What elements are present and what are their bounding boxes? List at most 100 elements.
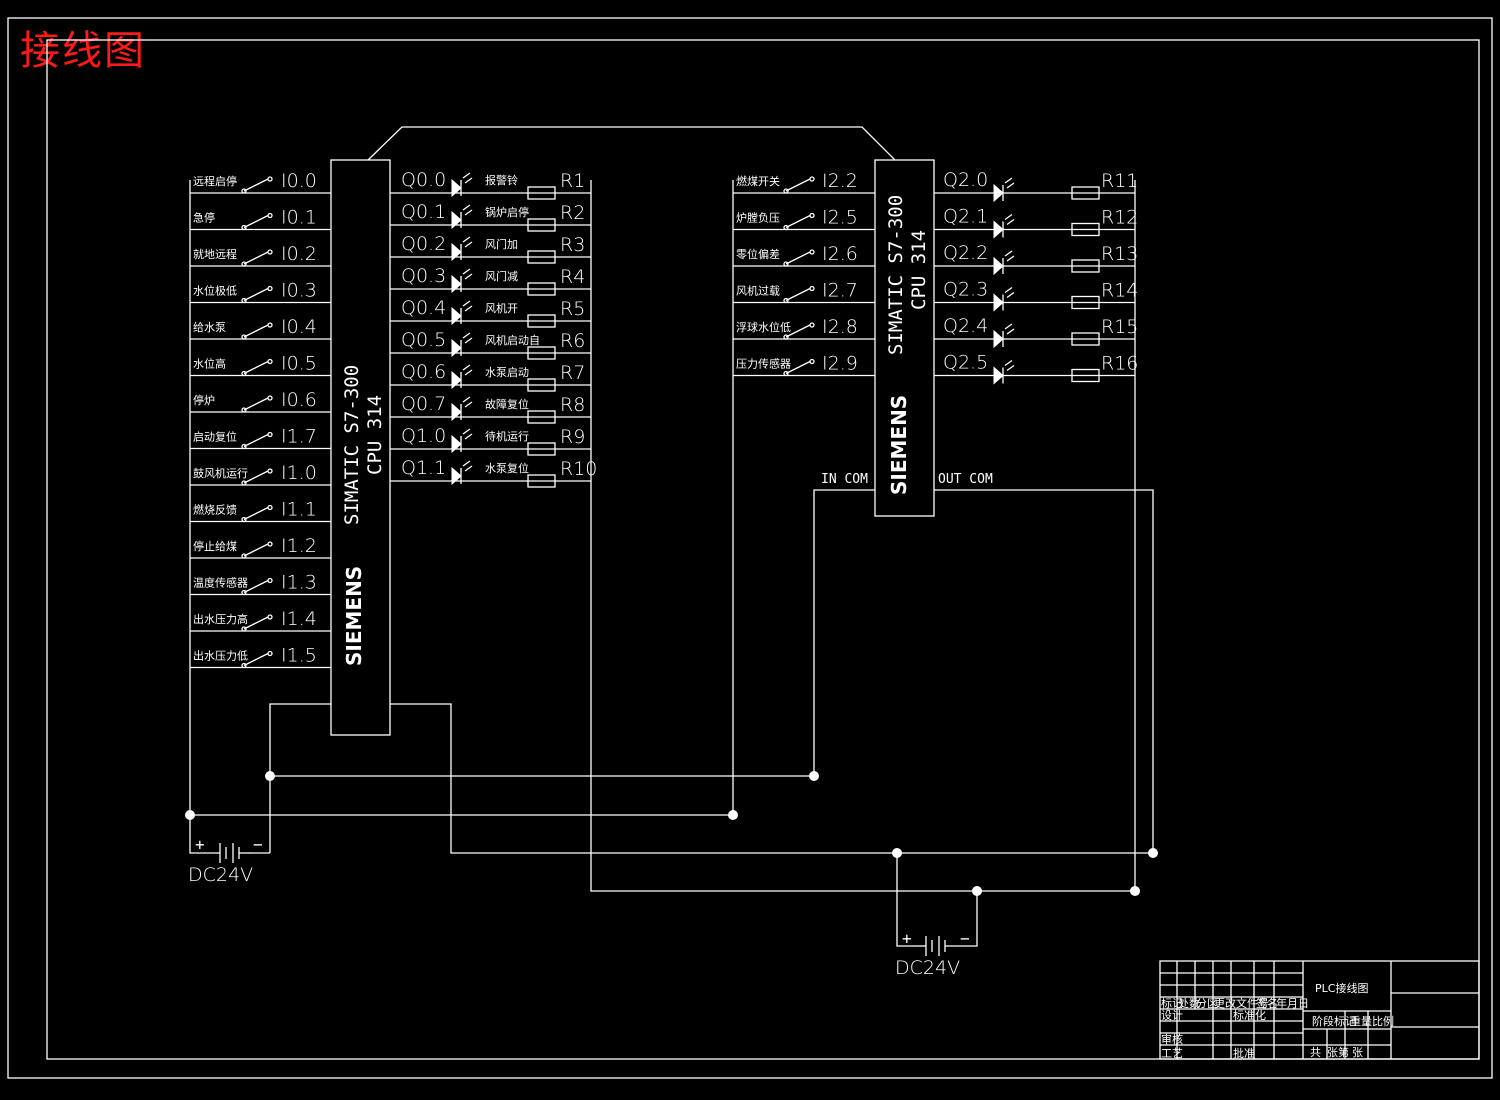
output-label: 锅炉启停 bbox=[485, 205, 529, 219]
switch-contact bbox=[241, 443, 247, 450]
led-ray bbox=[464, 177, 473, 184]
led-ray bbox=[1004, 250, 1013, 257]
tb-r5-1: 批准 bbox=[1233, 1046, 1255, 1060]
resistor-icon bbox=[527, 314, 556, 328]
resistor-icon bbox=[527, 378, 556, 392]
switch-contact bbox=[809, 212, 815, 219]
output-label: 风机启动自 bbox=[485, 333, 540, 347]
resistor-icon bbox=[527, 474, 556, 488]
input-address: I1.3 bbox=[281, 572, 317, 594]
tb-r4-0: 审核 bbox=[1161, 1032, 1183, 1046]
resistor-label: R5 bbox=[560, 298, 585, 320]
input-row: 停止给煤 I1.2 bbox=[190, 535, 331, 559]
out-com-label: OUT COM bbox=[938, 472, 993, 487]
input-address: I0.3 bbox=[281, 280, 317, 302]
output-address: Q0.5 bbox=[401, 329, 446, 351]
led-ray bbox=[1006, 182, 1015, 189]
switch-contact bbox=[267, 212, 273, 219]
junction-dot bbox=[1148, 848, 1158, 858]
battery-right: + − DC24V bbox=[895, 929, 970, 979]
input-address: I1.0 bbox=[281, 462, 317, 484]
input-label: 浮球水位低 bbox=[736, 320, 791, 334]
output-label: 风门加 bbox=[485, 237, 518, 251]
input-label: 给水泵 bbox=[193, 321, 226, 334]
switch-contact bbox=[267, 176, 273, 182]
led-ray bbox=[1004, 213, 1013, 221]
resistor-label: R3 bbox=[560, 234, 585, 256]
switch-blade bbox=[243, 360, 269, 375]
resistor-label: R8 bbox=[560, 394, 585, 416]
resistor-icon bbox=[1071, 332, 1100, 346]
led-ray bbox=[462, 236, 471, 243]
output-label: 待机运行 bbox=[485, 429, 529, 443]
resistor-label: R12 bbox=[1101, 207, 1138, 229]
output-address: Q0.1 bbox=[401, 201, 446, 223]
wire-out-com bbox=[934, 489, 1154, 853]
drawing-title: 接线图 bbox=[20, 28, 146, 74]
input-label: 风机过载 bbox=[736, 284, 780, 298]
switch-contact bbox=[241, 516, 247, 523]
input-address: I0.0 bbox=[281, 170, 317, 192]
led-ray bbox=[464, 369, 473, 376]
switch-blade bbox=[785, 251, 811, 265]
output-address: Q0.7 bbox=[401, 393, 446, 415]
tb-r3-0: 阶段标记 bbox=[1312, 1014, 1356, 1028]
resistor-label: R11 bbox=[1101, 170, 1138, 192]
tb-r2-1: 标准化 bbox=[1233, 1008, 1266, 1022]
common-wiring bbox=[189, 180, 1154, 947]
resistor-label: R13 bbox=[1101, 243, 1138, 265]
led-ray bbox=[464, 273, 473, 280]
led-ray bbox=[1006, 328, 1015, 335]
battery-right-label: DC24V bbox=[895, 957, 960, 979]
switch-blade bbox=[785, 324, 811, 338]
led-ray bbox=[462, 204, 471, 211]
led-ray bbox=[1006, 255, 1015, 262]
output-address: Q0.3 bbox=[401, 265, 446, 287]
led-diode-icon bbox=[993, 256, 1004, 276]
switch-contact bbox=[241, 480, 247, 486]
switch-contact bbox=[241, 224, 247, 231]
led-diode-icon bbox=[451, 306, 462, 326]
plc-left-brand: SIEMENS bbox=[342, 566, 366, 666]
switch-contact bbox=[267, 504, 273, 511]
wire-dc2-minus bbox=[962, 891, 978, 947]
tb-r3-2: 比例 bbox=[1372, 1014, 1394, 1028]
title-block: PLC接线图 标记 处数 分区 更改文件号 签名 年月日 设计 标准化 阶段标记… bbox=[1159, 960, 1480, 1060]
resistor-label: R1 bbox=[560, 170, 585, 192]
switch-blade bbox=[243, 652, 269, 667]
input-address: I0.2 bbox=[281, 243, 317, 265]
switch-blade bbox=[243, 616, 269, 630]
battery-left-label: DC24V bbox=[188, 864, 253, 886]
led-ray bbox=[1006, 291, 1015, 299]
input-label: 零位偏差 bbox=[736, 247, 780, 261]
tb-r2-0: 设计 bbox=[1161, 1009, 1183, 1022]
junction-dot bbox=[809, 771, 819, 781]
input-label: 停止给煤 bbox=[193, 539, 237, 553]
switch-contact bbox=[267, 431, 273, 438]
resistor-icon bbox=[527, 346, 556, 360]
switch-contact bbox=[241, 553, 247, 559]
input-address: I2.5 bbox=[822, 207, 858, 229]
input-address: I1.2 bbox=[281, 535, 317, 557]
led-ray bbox=[464, 465, 473, 472]
input-label: 出水压力高 bbox=[193, 612, 248, 626]
led-ray bbox=[464, 433, 473, 440]
resistor-label: R2 bbox=[560, 202, 585, 224]
wire-left-out-com bbox=[390, 703, 1153, 854]
resistor-label: R16 bbox=[1101, 353, 1138, 375]
tb-r3-1: 重量 bbox=[1350, 1014, 1372, 1028]
switch-blade bbox=[243, 178, 269, 192]
